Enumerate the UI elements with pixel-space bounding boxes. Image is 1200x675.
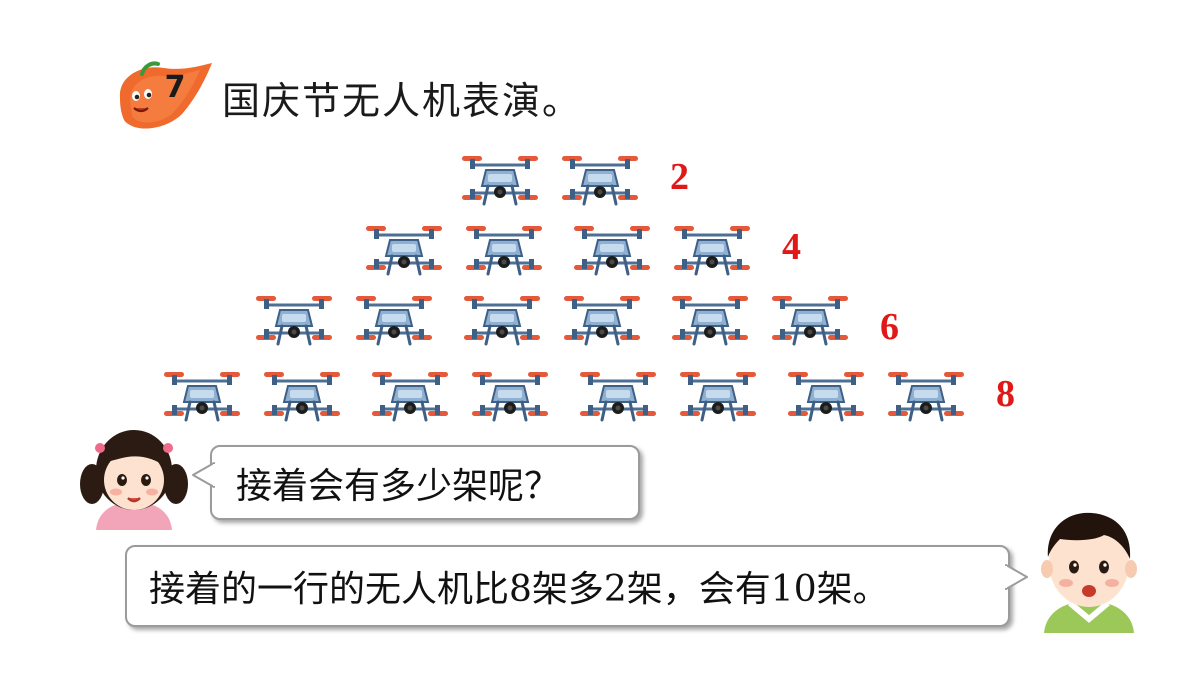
girl-speech-bubble: 接着会有多少架呢？ (192, 445, 640, 520)
drone-icon (460, 154, 540, 206)
row-count-label: 6 (880, 306, 899, 348)
problem-title: 国庆节无人机表演。 (222, 79, 583, 123)
drone-icon (770, 294, 850, 346)
drone-icon (364, 224, 444, 276)
drone-icon (354, 294, 434, 346)
problem-badge-icon (119, 61, 212, 129)
problem-number: 7 (164, 70, 186, 105)
drone-icon (572, 224, 652, 276)
drone-icon (262, 370, 342, 422)
drone-icon (678, 370, 758, 422)
row-count-label: 4 (782, 226, 801, 268)
boy-speech-bubble: 接着的一行的无人机比8架多2架，会有10架。 (125, 545, 1028, 627)
boy-bubble-tail (1005, 564, 1028, 590)
row-count-label: 8 (996, 373, 1015, 415)
drone-icon (470, 370, 550, 422)
row-count-label: 2 (670, 156, 689, 198)
drone-icon (578, 370, 658, 422)
boy-avatar (1041, 512, 1137, 633)
drone-icon (462, 294, 542, 346)
girl-question-text: 接着会有多少架呢？ (236, 465, 561, 507)
drone-icon (670, 294, 750, 346)
drone-icon (672, 224, 752, 276)
drone-icon (560, 154, 640, 206)
drone-icon (254, 294, 334, 346)
drone-icon (886, 370, 966, 422)
drone-icon (786, 370, 866, 422)
girl-bubble-tail (192, 462, 215, 488)
drone-icon (464, 224, 544, 276)
girl-avatar (80, 430, 188, 530)
drone-icon (370, 370, 450, 422)
boy-answer-text: 接着的一行的无人机比8架多2架，会有10架。 (149, 569, 889, 610)
drone-icon (562, 294, 642, 346)
